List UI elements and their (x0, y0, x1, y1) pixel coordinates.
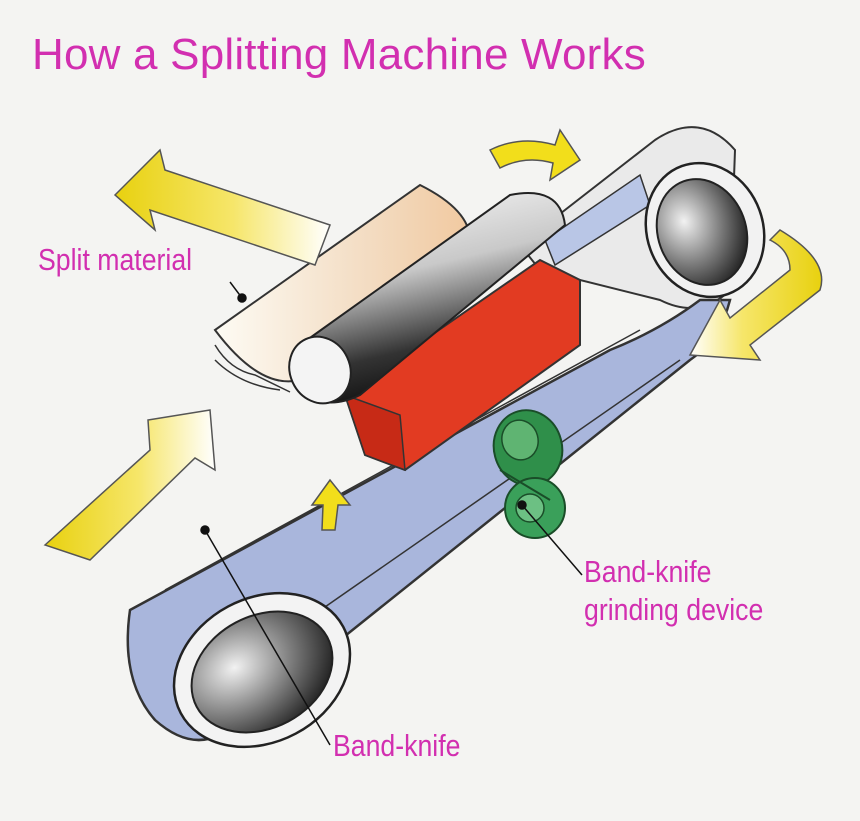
grinding-device (492, 409, 566, 539)
leader-lines (200, 281, 583, 746)
right-wheel (644, 161, 766, 299)
leader-grinding-device (521, 504, 583, 576)
leader-band-knife (204, 529, 331, 746)
label-band-knife-text: Band-knife (333, 728, 461, 763)
left-wheel (172, 591, 352, 749)
wheel-rotation-arrow (310, 478, 352, 531)
direction-arrows (43, 128, 823, 561)
page-title: How a Splitting Machine Works (32, 30, 646, 79)
label-band-knife: Band-knife (333, 727, 460, 765)
top-roller (288, 192, 567, 405)
label-grinding-device: Band-knife grinding device (584, 553, 763, 629)
material-out-arrow (113, 148, 331, 266)
label-split-material-text: Split material (38, 242, 193, 277)
roller-rotation-arrow (488, 128, 582, 182)
label-grinding-line2: grinding device (584, 592, 764, 627)
label-grinding-line1: Band-knife (584, 554, 712, 589)
red-roller-block (343, 258, 581, 472)
material-in-arrow (43, 409, 216, 561)
band-return-arrow (688, 229, 823, 361)
label-split-material: Split material (38, 241, 192, 279)
